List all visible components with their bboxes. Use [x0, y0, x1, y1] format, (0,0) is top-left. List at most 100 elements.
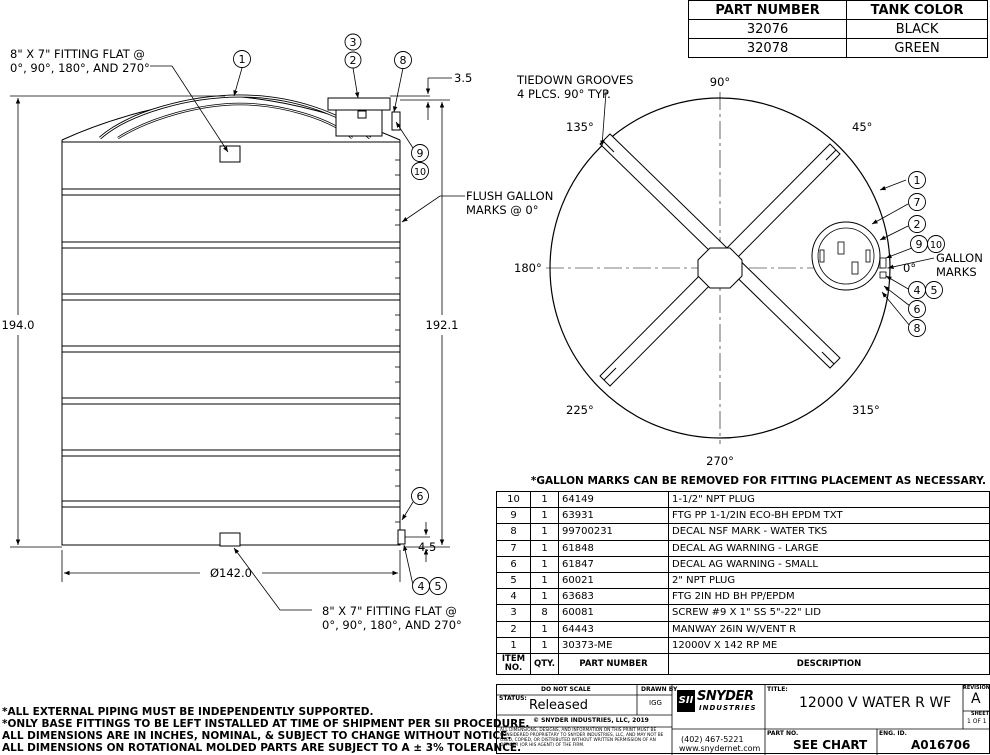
angle-90: 90° — [710, 75, 730, 89]
balloon-10: 10 — [930, 240, 942, 251]
side-fitting — [397, 529, 406, 545]
side-dimensions — [10, 77, 452, 582]
flush-note-line1: FLUSH GALLON — [466, 189, 553, 203]
bom-qty: 8 — [529, 604, 560, 622]
balloon-circles — [233, 33, 945, 595]
tank-color-cell: GREEN — [846, 38, 988, 58]
bom-part-number: 61847 — [558, 555, 670, 573]
sheet-value: 1 OF 1 — [967, 718, 987, 725]
balloon-6: 6 — [914, 303, 921, 316]
bom-part-number: 99700231 — [558, 523, 670, 541]
bom-part-number: 63683 — [558, 588, 670, 606]
bom-part-number: 30373-ME — [558, 636, 670, 654]
do-not-scale: DO NOT SCALE — [541, 686, 591, 693]
bom-description: FTG PP 1-1/2IN ECO-BH EPDM TXT — [668, 507, 990, 525]
tiedown-note-line2: 4 PLCS. 90° TYP. — [517, 87, 611, 101]
part-number-cell: 32076 — [687, 19, 848, 39]
legal-notice: ALL DIMENSIONS, DESIGNS, AND INFORMATION… — [500, 728, 664, 748]
bom-item-no: 10 — [496, 490, 531, 509]
bom-qty: 1 — [529, 588, 560, 606]
bom-qty: 1 — [529, 490, 560, 509]
angle-180: 180° — [514, 261, 542, 275]
table-row: 32076 BLACK — [687, 19, 988, 39]
gallon-marks-line2: MARKS — [936, 265, 977, 279]
status-value: Released — [529, 698, 589, 713]
eng-id-label: ENG. ID. — [879, 730, 907, 737]
balloon-1: 1 — [914, 174, 921, 187]
note-line: *ONLY BASE FITTINGS TO BE LEFT INSTALLED… — [2, 718, 530, 730]
part-number-header: PART NUMBER — [687, 0, 848, 20]
dim-height: 194.0 — [2, 318, 35, 332]
balloon-7: 7 — [914, 196, 921, 209]
bom-description: DECAL AG WARNING - LARGE — [668, 539, 990, 557]
bom-item-no: 7 — [496, 539, 531, 557]
bom-description: SCREW #9 X 1" SS 5"-22" LID — [668, 604, 990, 622]
title-block: DO NOT SCALE DRAWN BY IGG STATUS: Releas… — [496, 684, 990, 755]
balloon-2: 2 — [350, 54, 357, 67]
fitting-top-note-line2: 0°, 90°, 180°, AND 270° — [10, 61, 150, 75]
balloon-5: 5 — [931, 284, 938, 297]
bom-qty: 1 — [529, 507, 560, 525]
bom-item-no: 9 — [496, 507, 531, 525]
balloon-9: 9 — [916, 238, 923, 251]
part-no-label: PART NO. — [767, 730, 799, 737]
dim-top-offset: 3.5 — [454, 71, 472, 85]
balloon-2: 2 — [914, 218, 921, 231]
logo-sii: SII — [677, 690, 695, 712]
bom-description: DECAL NSF MARK - WATER TKS — [668, 523, 990, 541]
note-line: ALL DIMENSIONS ON ROTATIONAL MOLDED PART… — [2, 742, 522, 754]
bom-item-no: 5 — [496, 571, 531, 590]
tank-color-header: TANK COLOR — [846, 0, 988, 20]
table-row: 32078 GREEN — [687, 38, 988, 58]
fitting-bottom-note-line2: 0°, 90°, 180°, AND 270° — [322, 618, 462, 632]
copyright: © SNYDER INDUSTRIES, LLC, 2019 — [533, 717, 649, 724]
fitting-bottom-note-line1: 8" X 7" FITTING FLAT @ — [322, 604, 457, 618]
revision-value: A — [971, 691, 981, 707]
drawn-by-label: DRAWN BY — [641, 686, 678, 693]
drawing-title: 12000 V WATER R WF — [799, 695, 952, 711]
balloon-9: 9 — [417, 147, 424, 160]
bom-part-number: 61848 — [558, 539, 670, 557]
title-block-lines — [497, 685, 990, 755]
part-number-cell: 32078 — [687, 38, 848, 58]
bom-description: DECAL AG WARNING - SMALL — [668, 555, 990, 573]
angle-315: 315° — [852, 403, 880, 417]
bom-part-number: 60021 — [558, 571, 670, 590]
bom-description: 1-1/2" NPT PLUG — [668, 490, 990, 509]
sheet-label: SHEET — [971, 711, 990, 717]
bom-item-no: 3 — [496, 604, 531, 622]
balloon-8: 8 — [914, 322, 921, 335]
bom-qty: 1 — [529, 555, 560, 573]
top-view — [546, 92, 894, 444]
balloon-labels: 1 3 2 8 9 10 6 4 5 1 7 2 9 10 4 5 6 8 — [239, 36, 943, 593]
angle-135: 135° — [566, 120, 594, 134]
angle-270: 270° — [706, 454, 734, 468]
bom-item-no: 1 — [496, 636, 531, 654]
angle-45: 45° — [852, 120, 872, 134]
status-label: STATUS: — [499, 695, 527, 702]
balloon-3: 3 — [350, 36, 357, 49]
balloon-5: 5 — [435, 580, 442, 593]
angle-0: 0° — [903, 261, 916, 275]
bom-qty: 1 — [529, 539, 560, 557]
manway-lid — [327, 97, 391, 111]
snyder-logo: SII SNYDER INDUSTRIES — [677, 688, 761, 724]
dim-inner-height: 192.1 — [426, 318, 459, 332]
gallon-marks — [395, 159, 400, 523]
balloon-1: 1 — [239, 53, 246, 66]
eng-id-value: A016706 — [911, 738, 971, 752]
flush-note-line2: MARKS @ 0° — [466, 203, 539, 217]
logo-snyder: SNYDER — [697, 689, 754, 704]
phone: (402) 467-5221 — [681, 735, 744, 744]
gallon-marks-line1: GALLON — [936, 251, 983, 265]
website: www.snydernet.com — [679, 744, 761, 753]
fitting-flat-top — [219, 145, 241, 163]
corrugations — [61, 188, 401, 508]
bom-item-no: 6 — [496, 555, 531, 573]
bom-description: 12000V X 142 RP ME — [668, 636, 990, 654]
bom-part-number: 64443 — [558, 620, 670, 638]
